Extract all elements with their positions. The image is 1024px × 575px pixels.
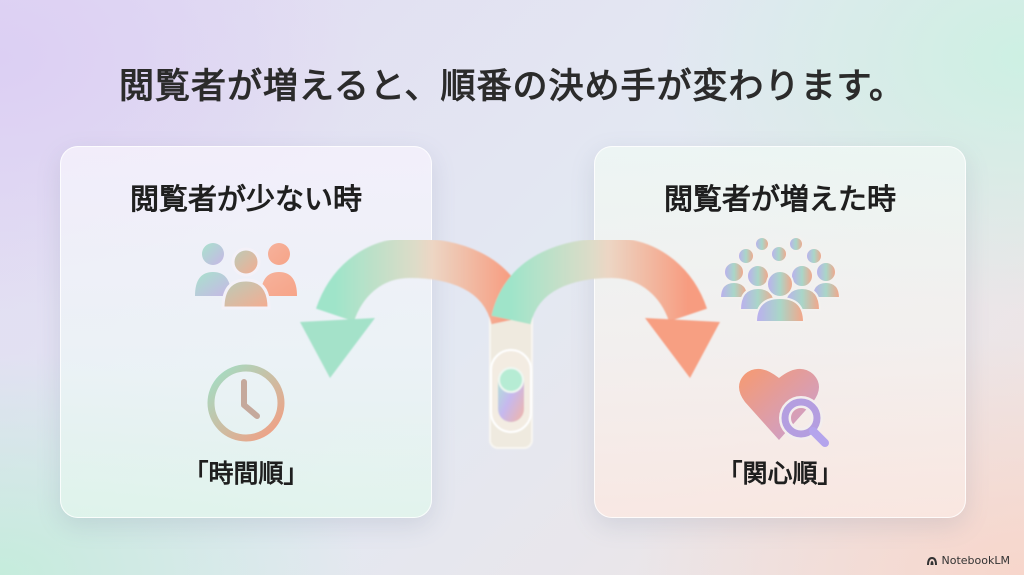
- card-heading: 閲覧者が少ない時: [129, 182, 362, 216]
- notebooklm-logo-icon: [926, 557, 937, 565]
- brand-name: NotebookLM: [941, 554, 1010, 567]
- heart-search-icon: [737, 360, 837, 454]
- brand-watermark: NotebookLM: [926, 554, 1010, 567]
- card-label-interest-order: 「関心順」: [717, 459, 843, 488]
- page-title: 閲覧者が増えると、順番の決め手が変わります。: [118, 67, 906, 107]
- large-crowd-people-icon: [718, 234, 842, 328]
- card-few-viewers: 閲覧者が少ない時: [60, 146, 432, 518]
- card-heading: 閲覧者が増えた時: [663, 182, 896, 216]
- branching-arrow-switch-icon: [290, 237, 730, 464]
- card-label-time-order: 「時間順」: [183, 459, 309, 488]
- small-group-people-icon: [191, 238, 301, 314]
- clock-icon: [203, 360, 289, 450]
